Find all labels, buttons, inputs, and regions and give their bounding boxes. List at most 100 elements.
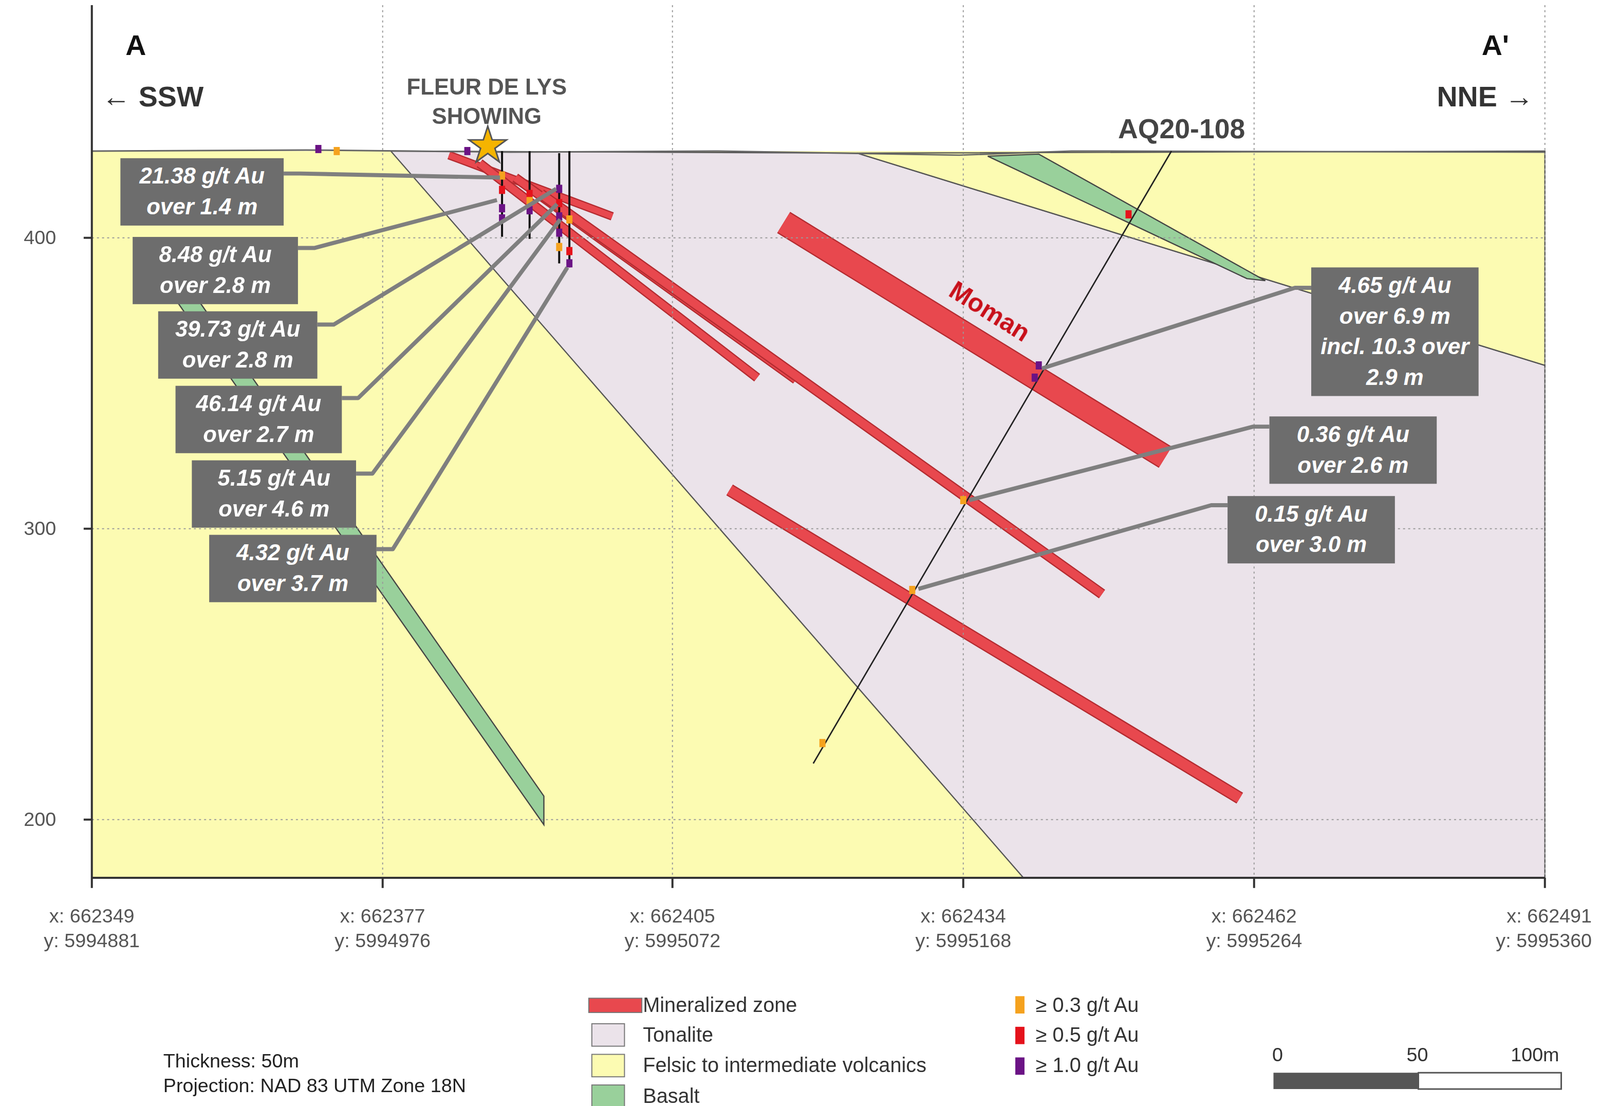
- leader-line: [1042, 287, 1312, 369]
- assay-callout: 0.15 g/t Au over 3.0 m: [1227, 495, 1395, 564]
- grid: [83, 5, 1546, 888]
- direction-label: NNE →: [1436, 80, 1534, 114]
- legend-swatch: [1015, 995, 1025, 1014]
- assay-text: 0.15 g/t Au over 3.0 m: [1235, 498, 1387, 561]
- axis-tick: [83, 236, 92, 239]
- assay-text: 39.73 g/t Au over 2.8 m: [166, 314, 310, 376]
- assay-callout: 21.38 g/t Au over 1.4 m: [120, 158, 284, 226]
- drill-hole-label: AQ20-108: [1118, 113, 1245, 146]
- easting-label: x: 662491: [1506, 905, 1592, 928]
- axis-tick: [90, 877, 93, 888]
- axis-tick: [1253, 877, 1256, 888]
- assay-marker: [566, 247, 573, 256]
- assay-callout: 39.73 g/t Au over 2.8 m: [158, 311, 318, 379]
- axis-line: [90, 5, 93, 878]
- scale-bar-light: [1418, 1072, 1561, 1089]
- basalt-dyke: [153, 267, 545, 825]
- showing-star: [469, 126, 507, 162]
- assay-text: 21.38 g/t Au over 1.4 m: [128, 161, 276, 223]
- assay-marker: [315, 144, 322, 154]
- assay-marker: [498, 203, 506, 213]
- mineralized-zone: [783, 222, 1166, 458]
- assay-text: 8.48 g/t Au over 2.8 m: [140, 239, 290, 302]
- leader-line: [918, 505, 1228, 589]
- zone-outline: [729, 489, 1240, 798]
- axis-tick: [962, 877, 965, 888]
- grid-line: [1544, 5, 1546, 878]
- elevation-tick: 400: [23, 226, 57, 250]
- assay-marker: [1035, 361, 1043, 370]
- assay-marker: [566, 258, 573, 268]
- mineralized-zone: [729, 489, 1240, 798]
- northing-label: y: 5994881: [43, 929, 140, 953]
- elevation-tick: 200: [23, 808, 57, 831]
- leader-line: [356, 219, 561, 474]
- assay-marker: [819, 738, 826, 748]
- axis-line: [91, 876, 1546, 879]
- leader-line: [317, 188, 557, 325]
- legend-swatch: [588, 997, 642, 1013]
- assay-marker: [555, 184, 563, 193]
- axis-tick: [671, 877, 674, 888]
- showing-label: FLEUR DE LYS SHOWING: [389, 72, 584, 132]
- scale-bar: [1273, 1072, 1561, 1089]
- axis-tick: [1543, 877, 1547, 888]
- ground-surface: [91, 150, 1546, 156]
- assay-marker: [566, 215, 573, 224]
- northing-label: y: 5995072: [624, 929, 721, 953]
- assay-marker: [1031, 373, 1038, 382]
- drill-hole: [813, 151, 1172, 764]
- scale-label: 50: [1406, 1044, 1429, 1067]
- grid-line: [962, 5, 964, 878]
- northing-label: y: 5994976: [334, 929, 431, 953]
- legend-text: Mineralized zone: [642, 993, 797, 1017]
- assay-text: 4.65 g/t Au over 6.9 m incl. 10.3 over 2…: [1319, 270, 1471, 393]
- assay-marker: [960, 495, 967, 505]
- grid-line: [382, 5, 384, 878]
- axis-tick: [381, 877, 384, 888]
- easting-label: x: 662377: [340, 905, 426, 928]
- easting-label: x: 662405: [629, 905, 716, 928]
- legend-text: Basalt: [642, 1084, 700, 1106]
- assay-marker: [464, 146, 471, 156]
- leader-line: [283, 173, 500, 178]
- assay-text: 46.14 g/t Au over 2.7 m: [183, 388, 334, 451]
- scale-label: 100m: [1510, 1044, 1559, 1067]
- assay-marker: [1125, 210, 1132, 219]
- grid-line: [1253, 5, 1255, 878]
- leader-line: [969, 426, 1270, 500]
- assay-callout: 5.15 g/t Au over 4.6 m: [191, 460, 357, 528]
- legend-text: Tonalite: [642, 1022, 714, 1047]
- scale-bar-dark: [1273, 1072, 1419, 1089]
- assay-callout: 4.65 g/t Au over 6.9 m incl. 10.3 over 2…: [1311, 267, 1479, 396]
- geology: [91, 150, 1546, 878]
- volcanics-unit: [91, 151, 1546, 878]
- grid-line: [91, 237, 1546, 239]
- assay-text: 0.36 g/t Au over 2.6 m: [1277, 419, 1429, 481]
- section-end-label: A: [125, 29, 146, 63]
- direction-label: ← SSW: [102, 80, 204, 114]
- basalt-dyke: [987, 154, 1265, 281]
- assay-text: 4.32 g/t Au over 3.7 m: [217, 537, 369, 600]
- assay-marker: [333, 146, 340, 156]
- axis-tick: [83, 527, 92, 530]
- section-note: Thickness: 50m: [163, 1050, 300, 1073]
- legend-swatch: [1015, 1026, 1025, 1045]
- easting-label: x: 662462: [1211, 905, 1297, 928]
- elevation-tick: 300: [23, 517, 57, 541]
- assay-marker: [555, 243, 563, 252]
- assay-callout: 4.32 g/t Au over 3.7 m: [209, 534, 377, 603]
- easting-label: x: 662434: [920, 905, 1007, 928]
- northing-label: y: 5995168: [915, 929, 1012, 953]
- leader-line: [376, 267, 568, 549]
- legend-text: ≥ 0.5 g/t Au: [1035, 1022, 1140, 1047]
- assay-marker: [498, 185, 506, 194]
- assay-text: 5.15 g/t Au over 4.6 m: [199, 463, 348, 525]
- assay-callout: 8.48 g/t Au over 2.8 m: [132, 236, 299, 305]
- tonalite-unit: [391, 151, 1546, 878]
- assay-marker: [555, 228, 563, 237]
- section-note: Projection: NAD 83 UTM Zone 18N: [163, 1074, 467, 1097]
- assay-marker: [526, 189, 533, 198]
- assay-marker: [908, 585, 916, 594]
